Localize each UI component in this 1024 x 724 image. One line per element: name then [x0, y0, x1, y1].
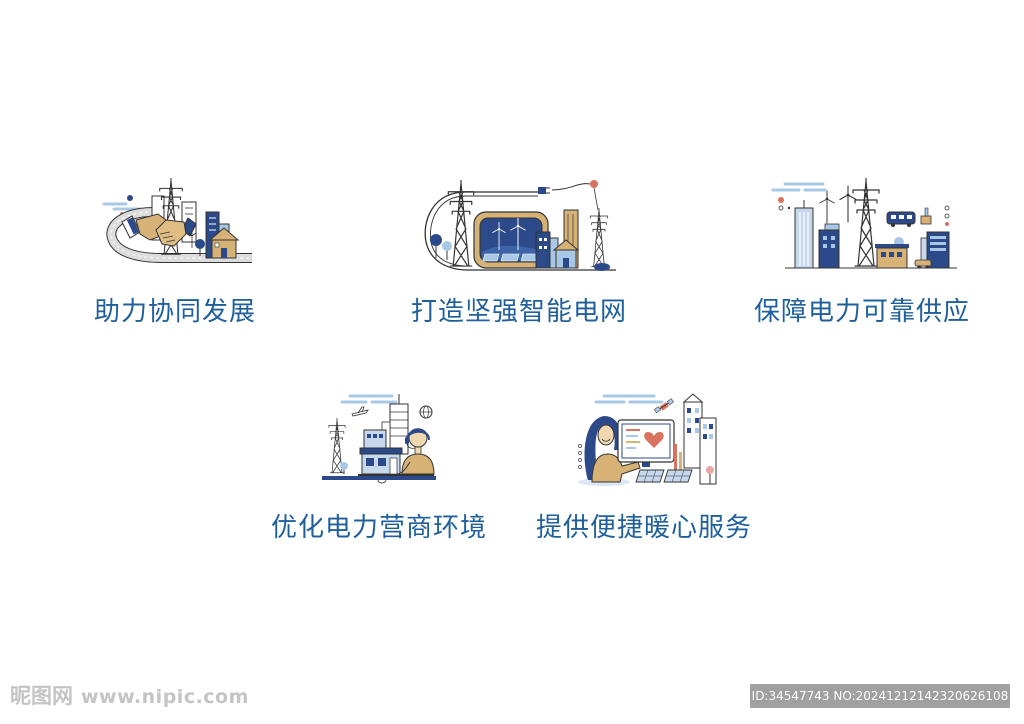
energy-panel	[473, 211, 549, 269]
small-factory	[920, 205, 950, 226]
satellite-icon	[653, 398, 674, 414]
wind-turbine	[819, 190, 835, 224]
tan-house	[208, 227, 240, 259]
glass-skyscraper	[794, 200, 814, 269]
tree	[340, 462, 348, 474]
dotted-line	[578, 444, 582, 469]
navy-building	[818, 223, 840, 269]
winding-road	[106, 207, 252, 263]
watermark-site-name: 昵图网	[10, 684, 73, 708]
solar-panels	[635, 469, 693, 483]
base-strip	[322, 476, 436, 480]
desk-line	[358, 474, 434, 476]
pink-tree	[706, 466, 714, 484]
small-house	[552, 239, 580, 269]
power-pylon	[852, 178, 880, 267]
feature-label-caring-service: 提供便捷暖心服务	[535, 513, 752, 543]
tan-building	[875, 244, 909, 269]
left-trees	[430, 234, 452, 260]
online-service-icon	[574, 390, 718, 486]
small-tree	[187, 231, 205, 256]
power-pylon-right	[589, 208, 609, 268]
watermark-url: www.nipic.com	[81, 686, 249, 708]
smart-grid-icon	[420, 178, 616, 272]
solar-panels	[482, 253, 538, 262]
handshake	[121, 213, 197, 247]
woman-avatar	[584, 416, 641, 483]
heart-icon	[644, 432, 664, 448]
plug-icon	[538, 180, 599, 211]
cloud-lines	[594, 394, 664, 404]
wind-turbine	[839, 185, 857, 223]
signal-dots	[778, 197, 791, 211]
bar-indicators	[674, 444, 682, 474]
feature-label-business-environment: 优化电力营商环境	[270, 513, 487, 543]
feature-label-coordinated-development: 助力协同发展	[93, 297, 256, 327]
display-screen	[617, 419, 675, 467]
globe-icon	[419, 405, 433, 419]
customer-service-icon	[322, 390, 436, 484]
cup	[377, 479, 387, 484]
electric-bus	[886, 211, 916, 227]
city-buildings	[682, 393, 717, 485]
power-pylon-left	[447, 180, 475, 267]
feature-label-smart-grid: 打造坚强智能电网	[410, 297, 627, 327]
cloud-lines	[340, 394, 398, 404]
handshake-city-icon	[100, 178, 252, 270]
service-agent	[397, 428, 435, 475]
shrub	[594, 263, 610, 271]
cloud-lines	[771, 182, 827, 192]
feature-label-reliable-supply: 保障电力可靠供应	[753, 297, 970, 327]
airplane-icon	[351, 406, 369, 417]
site-watermark: 昵图网 www.nipic.com	[10, 682, 249, 710]
power-supply-city-icon	[765, 178, 957, 270]
image-id-badge: ID:34547743 NO:20241212142320626108	[750, 684, 1010, 708]
